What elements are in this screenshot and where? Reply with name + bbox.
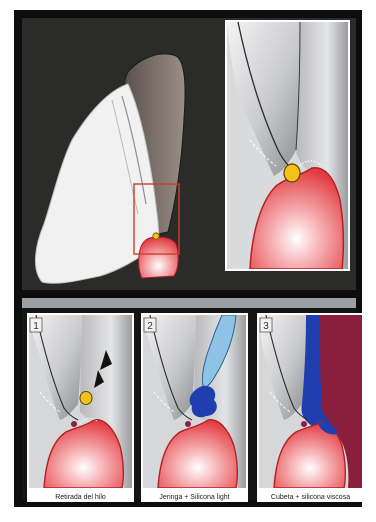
zoom-retraction-cord [284,164,300,182]
retraction-cord [71,421,77,427]
top-section [22,18,356,290]
step-number: 2 [147,321,153,332]
step-caption: Cubeta + silicona viscosa [271,494,350,501]
step-number: 3 [263,321,269,332]
step-caption: Jeringa + Silicona light [159,494,229,501]
step-panel-3: 3 Cubeta + silicona viscosa [257,313,364,502]
overview-gingiva [139,237,178,278]
step-panel-1: 1 Retirada del hilo [27,313,134,502]
separator-bar [22,298,356,308]
removed-cord [80,392,92,405]
step-caption: Retirada del hilo [55,494,106,501]
step-number: 1 [33,321,39,332]
step-panel-2: 2 Jeringa + Silicona light [141,313,248,502]
zoom-inset [225,20,350,271]
overview-retraction-cord [153,233,159,239]
